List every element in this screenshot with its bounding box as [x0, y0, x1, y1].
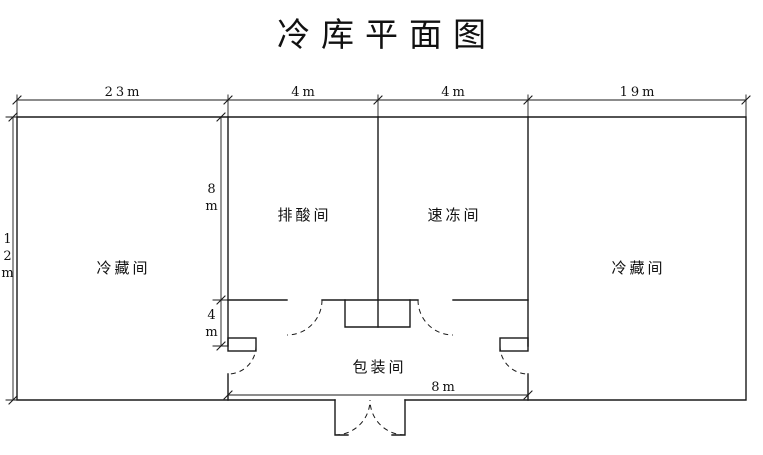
door-arc-quick-freezing: [417, 299, 454, 336]
door-leaf-right: [499, 337, 529, 352]
dim-label-bottom-8m: 8m: [431, 380, 458, 395]
dimension-lines-group: [5, 94, 751, 405]
dim-label-inner-8m: 8m: [204, 182, 219, 216]
dim-label-top-4m-a: 4m: [291, 85, 318, 100]
outer-wall: [16, 116, 747, 401]
dim-label-top-19m: 19m: [619, 85, 658, 100]
dim-line-left: [5, 116, 18, 401]
door-arcs-group: [227, 299, 529, 436]
dim-tick-marks: [8, 95, 751, 405]
door-arc-entry-left: [334, 399, 371, 436]
dim-label-top-4m-b: 4m: [441, 85, 468, 100]
room-label-deacidification: 排酸间: [277, 206, 332, 224]
room-label-cold-storage-right: 冷藏间: [611, 259, 666, 277]
plan-title: 冷库平面图: [277, 15, 497, 54]
walls-group: [16, 116, 747, 436]
door-arc-entry-right: [369, 399, 406, 436]
dim-label-top-23m: 23m: [104, 85, 143, 100]
door-leaf-left: [227, 337, 257, 352]
dim-label-left-12m: 12m: [0, 232, 15, 283]
room-label-cold-storage-left: 冷藏间: [96, 259, 151, 277]
center-pier: [344, 299, 411, 328]
door-arc-packing-right: [499, 345, 529, 375]
door-arc-deacidification: [286, 299, 323, 336]
dim-ext-top: [16, 94, 747, 118]
door-arc-packing-left: [227, 345, 257, 375]
room-label-quick-freezing: 速冻间: [427, 206, 482, 224]
room-label-packing: 包装间: [352, 358, 407, 376]
dim-label-inner-4m: 4m: [204, 308, 219, 342]
